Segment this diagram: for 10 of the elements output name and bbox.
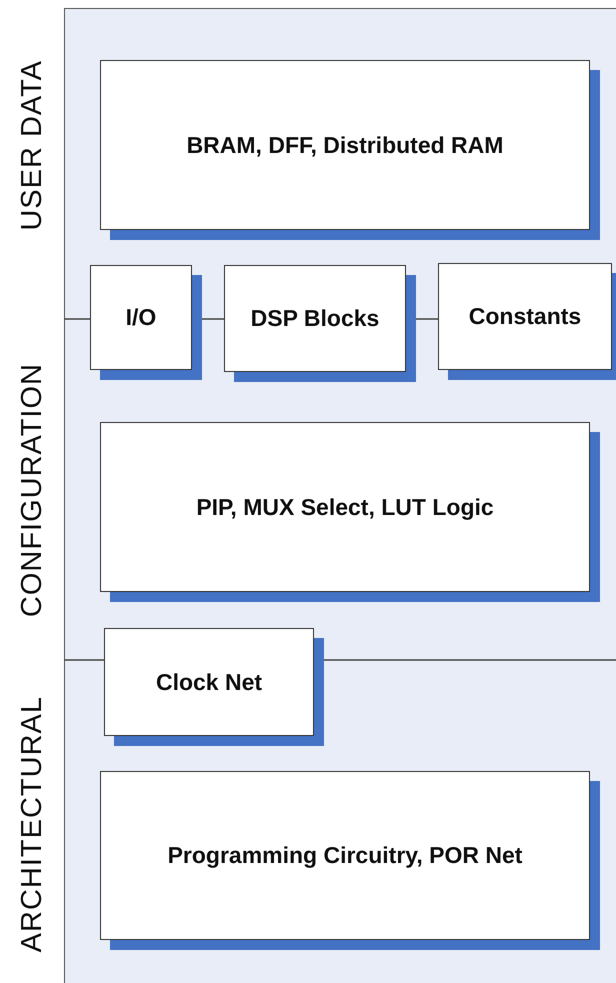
block-label: PIP, MUX Select, LUT Logic [195,492,495,522]
block-label: BRAM, DFF, Distributed RAM [186,130,504,160]
block-label: Constants [468,302,582,331]
layer-label: ARCHITECTURAL [16,696,48,952]
layer-label: CONFIGURATION [16,362,48,618]
block-label: DSP Blocks [250,304,380,333]
block-label: Programming Circuitry, POR Net [166,841,524,870]
layer-label: USER DATA [16,60,48,230]
block-label: Clock Net [154,668,264,696]
block-label: I/O [124,303,158,332]
